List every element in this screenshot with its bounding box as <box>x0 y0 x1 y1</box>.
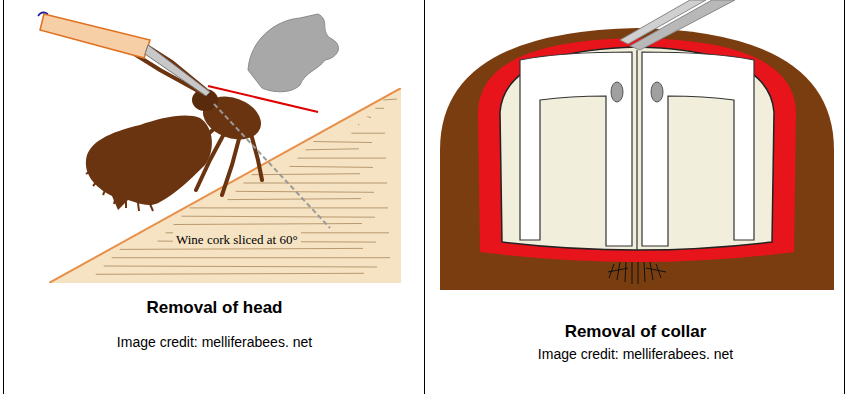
bee-abdomen <box>86 116 212 210</box>
cork-slice: Wine cork sliced at 60° <box>49 88 401 283</box>
caption: Removal of collar <box>425 322 846 342</box>
spiracle <box>611 82 623 102</box>
wood-grain <box>297 158 386 159</box>
muscle <box>642 52 754 246</box>
wood-grain <box>112 257 390 258</box>
tweezers <box>620 0 706 44</box>
thorax-collar-removal <box>440 0 834 290</box>
wood-grain <box>289 166 373 167</box>
wood-grain <box>182 216 375 217</box>
bee-head <box>192 89 218 111</box>
image-credit: Image credit: melliferabees. net <box>4 334 425 350</box>
wood-grain <box>251 174 360 175</box>
wood-grain <box>228 199 361 200</box>
table-cell: Removal of headImage credit: melliferabe… <box>3 0 424 394</box>
wood-grain <box>244 183 387 184</box>
hair <box>608 262 666 284</box>
tweezers <box>630 0 735 50</box>
wood-grain <box>190 207 388 208</box>
knife-blade <box>145 45 210 96</box>
wood-grain <box>305 149 359 150</box>
cork-fill <box>49 88 401 283</box>
table-cell: Removal of collarImage credit: mellifera… <box>424 0 845 394</box>
midline <box>636 50 637 250</box>
bee-antenna <box>128 45 206 92</box>
bee-body <box>440 28 834 290</box>
cut-line <box>208 86 318 112</box>
wood-grain <box>104 266 377 267</box>
wood-grain <box>351 133 385 134</box>
wood-grain <box>367 117 371 118</box>
wood-grain <box>383 99 397 100</box>
bee-wing <box>248 14 338 92</box>
bee-thorax <box>197 89 267 147</box>
spiracle <box>651 82 663 102</box>
wood-grain <box>375 108 384 109</box>
caption: Removal of head <box>4 298 425 318</box>
cork-label: Wine cork sliced at 60° <box>173 232 301 248</box>
wood-grain <box>358 124 359 125</box>
muscle <box>520 52 632 246</box>
image-credit: Image credit: melliferabees. net <box>425 346 846 362</box>
wood-grain <box>313 142 372 143</box>
cork-edge <box>49 88 401 283</box>
wood-grain <box>236 191 374 192</box>
cork-outline <box>49 88 401 283</box>
wood-grain <box>174 224 362 225</box>
bee-hair <box>86 170 153 211</box>
knife-mark <box>38 12 48 16</box>
knife-handle <box>40 14 150 58</box>
thorax-interior <box>500 47 774 250</box>
wood-grain <box>96 273 364 274</box>
wood-grain <box>120 248 363 249</box>
collar <box>478 38 796 262</box>
